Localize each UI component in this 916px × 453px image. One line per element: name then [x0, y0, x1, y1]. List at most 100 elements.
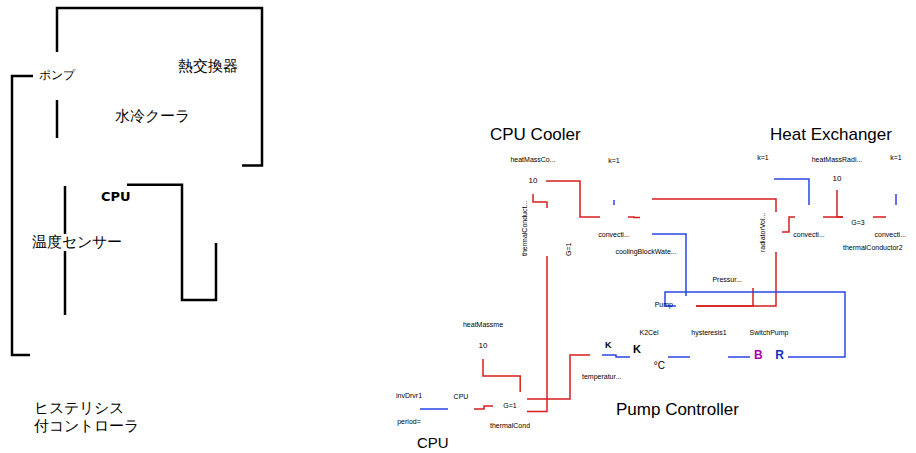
radiator-volume: radiatorVol...	[770, 212, 782, 252]
drawing-part	[745, 272, 761, 288]
drawing-part	[489, 153, 705, 290]
signal-connector	[652, 234, 686, 296]
drawing-part	[770, 354, 774, 360]
pressure-source-shape	[745, 272, 761, 288]
heat-connector	[652, 199, 776, 212]
signal-connector	[420, 408, 448, 410]
drawing-part	[15, 156, 109, 228]
temperature-sensor: Ktemperatur...	[590, 340, 602, 370]
drawing-part	[520, 168, 546, 194]
drawing-part	[695, 347, 723, 367]
group-region-shape	[377, 315, 585, 433]
heat-connector	[823, 216, 843, 218]
hysteresis-controller-shape	[30, 315, 170, 395]
constant-block: k=1	[888, 164, 904, 194]
signal-connector	[728, 356, 750, 358]
hysteresis-block: hysteresis1	[690, 340, 728, 374]
heat-mass: heatMassRadi...10	[826, 168, 848, 190]
node-value: 10	[529, 176, 538, 185]
drawing-part	[682, 300, 693, 312]
heat-connector	[527, 355, 590, 399]
node-value: CPU	[99, 190, 133, 205]
node-label: coolingBlockWate...	[615, 248, 676, 256]
heat-connector	[837, 190, 843, 217]
drawing-part	[750, 340, 788, 374]
heat-mass: heatMassCo...10	[520, 168, 546, 194]
drawing-part	[605, 184, 623, 185]
pipe-wire	[56, 100, 59, 138]
convection-block: convecti...	[886, 205, 906, 229]
drawing-part	[843, 205, 873, 241]
pump-symbol-shape	[676, 296, 696, 316]
unit-converter: K2CelK°C	[630, 340, 668, 374]
drawing-part	[30, 315, 170, 395]
drawing-part	[591, 360, 601, 370]
drawing-part	[600, 205, 628, 229]
node-label: convecti...	[793, 231, 825, 239]
drawing-part	[593, 340, 599, 362]
thermal-conductor: thermalCondG=1	[493, 392, 527, 420]
drawing-part	[448, 403, 474, 415]
node-value: R	[775, 349, 784, 363]
node-label: 温度センサー	[32, 234, 122, 251]
heat-connector	[696, 252, 776, 306]
drawing-part	[35, 54, 80, 99]
drawing-part	[109, 138, 127, 228]
node-label: heatMassme	[463, 321, 503, 329]
drawing-part	[466, 406, 471, 412]
node-value: period=	[397, 418, 421, 426]
heat-connector	[873, 216, 886, 218]
constant-block-shape	[888, 164, 904, 194]
hysteresis-block-shape	[690, 340, 728, 374]
constant-block-shape	[752, 164, 774, 194]
node-label: CPU	[417, 434, 449, 451]
node-label: k=1	[757, 154, 768, 162]
node-label: Heat Exchanger	[770, 125, 892, 145]
convection-block-shape	[795, 205, 823, 229]
thermal-conductor: thermalConductor2G=3	[843, 205, 873, 241]
node-label: convecti...	[874, 231, 906, 239]
heat-flow-source-shape	[448, 403, 474, 415]
heat-exchanger-shape	[190, 88, 242, 243]
heat-connector	[628, 216, 640, 218]
signal-connector	[665, 292, 845, 357]
node-value: temperatur...	[582, 373, 621, 381]
drawing-part	[630, 340, 668, 374]
node-label: heatMassRadi...	[812, 156, 863, 164]
node-label: ポンプ	[39, 69, 75, 83]
node-value: K	[633, 343, 641, 356]
pulse-source: invDrvr1period=	[398, 402, 420, 416]
water-cooler: 水冷クーラCPU	[15, 138, 127, 228]
temperature-sensor-shape	[58, 172, 72, 186]
heat-connector	[527, 256, 547, 412]
convection-block-shape	[600, 205, 628, 229]
node-label: hysteresis1	[691, 329, 726, 337]
node-label: Pump	[655, 301, 673, 309]
drawing-part	[58, 172, 72, 186]
convection-block: convecti...	[600, 205, 628, 229]
pulse-source-shape	[398, 402, 420, 416]
drawing-part	[676, 296, 696, 316]
heat-connector	[696, 288, 753, 306]
node-value: G=1	[565, 243, 573, 256]
drawing-part	[886, 205, 906, 229]
water-cooler-shape	[15, 138, 127, 228]
heat-flow-source: CPU	[448, 403, 474, 415]
drawing-part	[532, 208, 562, 256]
drawing-part	[400, 405, 418, 413]
drawing-part	[93, 331, 111, 379]
drawing-part	[690, 340, 728, 374]
drawing-part	[378, 316, 585, 433]
node-label: K	[605, 340, 612, 350]
drawing-part	[602, 168, 626, 200]
node-value: °C	[654, 360, 665, 372]
drawing-part	[795, 205, 823, 229]
node-value: 10	[479, 341, 488, 350]
heat-connector	[474, 406, 493, 409]
node-label: ヒステリシス 付コントローラ	[34, 399, 166, 435]
drawing-part	[470, 333, 496, 359]
heat-mass: heatMassme10	[470, 333, 496, 359]
pump-symbol: Pump	[676, 296, 696, 316]
cooling-volume-shape	[640, 190, 652, 245]
